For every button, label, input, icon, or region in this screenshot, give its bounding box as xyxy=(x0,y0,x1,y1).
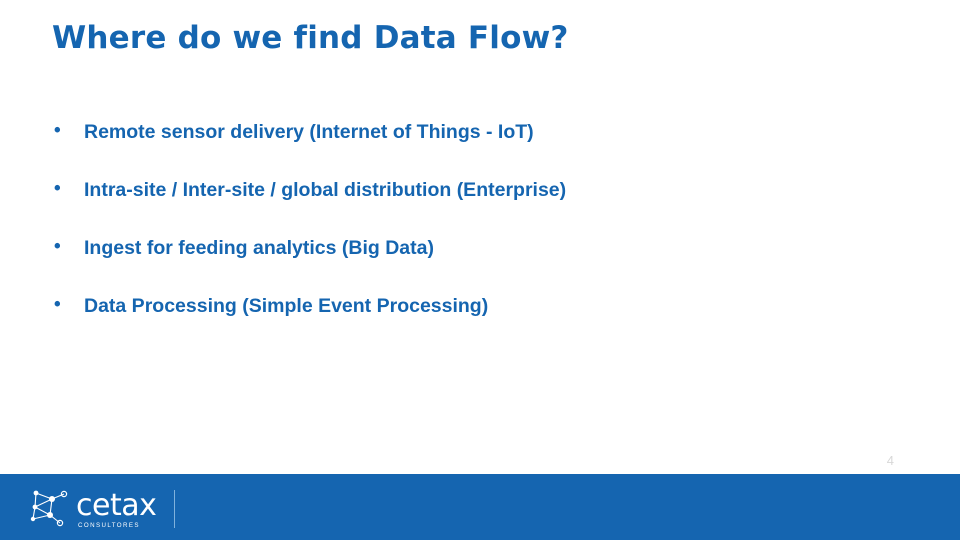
bullet-list: Remote sensor delivery (Internet of Thin… xyxy=(52,119,882,352)
slide-number: 4 xyxy=(886,453,894,468)
logo: cetax CONSULTORES xyxy=(26,481,176,531)
logo-text: cetax CONSULTORES xyxy=(76,488,157,530)
logo-divider xyxy=(174,490,176,528)
network-nodes-icon xyxy=(30,490,68,527)
list-item: Intra-site / Inter-site / global distrib… xyxy=(52,177,882,202)
page-title: Where do we find Data Flow? xyxy=(52,20,569,56)
logo-name: cetax xyxy=(76,488,157,523)
list-item: Ingest for feeding analytics (Big Data) xyxy=(52,235,882,260)
footer-bar: cetax CONSULTORES xyxy=(0,474,960,540)
logo-subtitle: CONSULTORES xyxy=(78,522,140,529)
list-item: Data Processing (Simple Event Processing… xyxy=(52,293,882,318)
list-item: Remote sensor delivery (Internet of Thin… xyxy=(52,119,882,144)
